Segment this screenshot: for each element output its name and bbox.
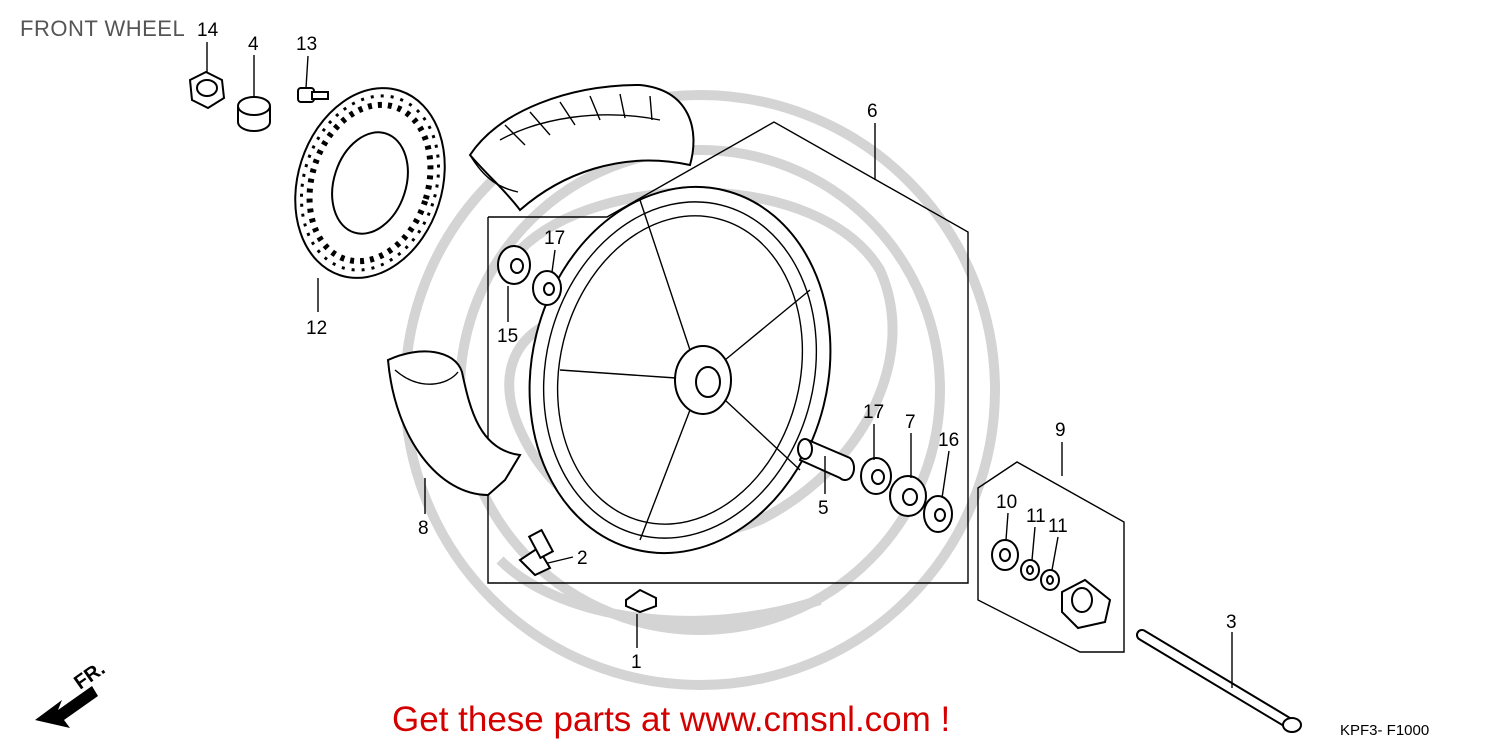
front-direction-arrow-icon (35, 686, 98, 728)
callout-16: 16 (938, 430, 959, 451)
callout-2: 2 (577, 548, 588, 569)
callout-9: 9 (1055, 420, 1066, 441)
tire-part (468, 83, 695, 212)
callout-14: 14 (197, 20, 219, 41)
callout-3: 3 (1226, 612, 1237, 633)
callout-11-a: 11 (1026, 506, 1046, 527)
callout-17-lower: 17 (863, 402, 884, 423)
diagram-code: KPF3- F1000 (1340, 722, 1430, 739)
brake-disc-part (294, 87, 446, 279)
callout-7: 7 (905, 412, 916, 433)
callout-17-upper: 17 (544, 228, 565, 249)
washer-11b-part (1040, 569, 1060, 591)
speedometer-gearbox-group-box (977, 461, 1125, 653)
speedometer-gearbox-part (1061, 578, 1112, 630)
callout-15: 15 (497, 326, 518, 347)
callout-6: 6 (867, 101, 878, 122)
disc-nut-part (188, 70, 226, 110)
callout-10: 10 (996, 492, 1017, 513)
axle-part (1136, 629, 1302, 733)
collar-10-part (991, 539, 1019, 571)
callout-12: 12 (306, 318, 327, 339)
callout-1: 1 (631, 652, 642, 673)
page-title: FRONT WHEEL (20, 16, 186, 41)
callout-5: 5 (818, 498, 829, 519)
distance-collar-part (797, 438, 855, 481)
callout-4: 4 (248, 34, 259, 55)
parts-advert-link[interactable]: Get these parts at www.cmsnl.com ! (392, 700, 951, 739)
callout-8: 8 (418, 518, 429, 539)
callout-13: 13 (296, 34, 317, 55)
collar-part (237, 96, 271, 132)
dust-seal-lower-part (860, 457, 892, 495)
disc-bolt-part (297, 87, 329, 103)
front-direction-label: FR. (70, 658, 109, 695)
leader-lines (206, 42, 1233, 688)
gear-retainer-part (889, 475, 927, 517)
balance-weight-part (625, 588, 657, 614)
washer-11a-part (1020, 559, 1040, 581)
wheel-assembly-group-box (487, 121, 969, 584)
dust-seal-upper-part (532, 270, 562, 306)
oil-seal-part (923, 495, 953, 533)
valve-part (518, 528, 555, 577)
callout-11-b: 11 (1048, 516, 1068, 537)
wheel-part (528, 185, 832, 555)
rim-band-part (386, 350, 522, 497)
bearing-left-part (497, 245, 531, 285)
